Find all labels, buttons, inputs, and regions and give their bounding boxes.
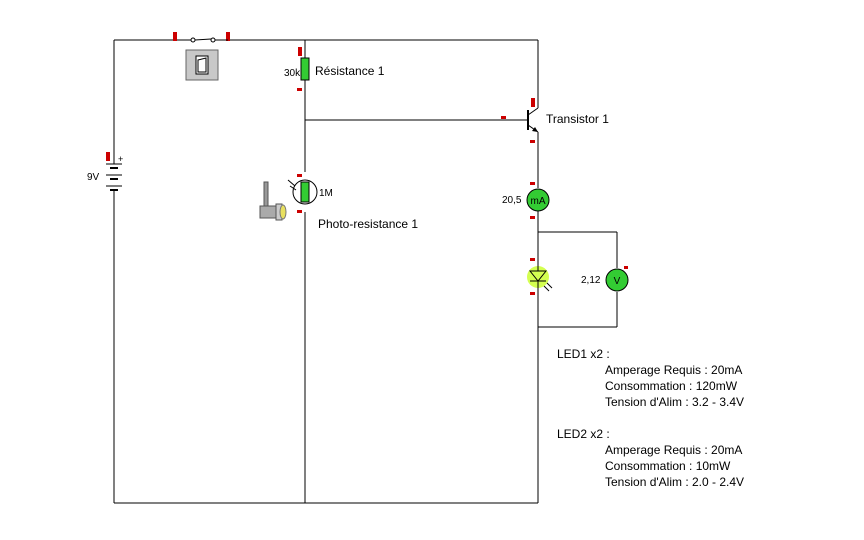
led2-notes: LED2 x2 : Amperage Requis : 20mA Consomm… — [557, 426, 744, 490]
photo-resistor-name: Photo-resistance 1 — [318, 217, 418, 231]
led2-voltage: Tension d'Alim : 2.0 - 2.4V — [605, 475, 745, 489]
light-source-icon[interactable] — [259, 181, 287, 221]
transistor[interactable]: Transistor 1 — [501, 98, 609, 143]
led1-voltage: Tension d'Alim : 3.2 - 3.4V — [605, 395, 745, 409]
voltmeter-reading: 2,12 — [581, 275, 601, 286]
photo-resistor[interactable]: 1M Photo-resistance 1 — [287, 174, 418, 231]
resistor-name: Résistance 1 — [315, 64, 385, 78]
led1-title: LED1 x2 : — [557, 347, 610, 361]
battery-value: 9V — [87, 172, 100, 183]
battery[interactable]: + 9V — [87, 152, 123, 196]
ammeter-unit: mA — [531, 196, 546, 207]
battery-polarity: + — [118, 154, 123, 164]
wires — [113, 39, 618, 504]
led2-amperage: Amperage Requis : 20mA — [605, 443, 743, 457]
voltmeter[interactable]: V 2,12 — [581, 266, 629, 292]
led1-amperage: Amperage Requis : 20mA — [605, 363, 743, 377]
ammeter[interactable]: mA 20,5 — [502, 182, 550, 219]
resistor[interactable]: 30k Résistance 1 — [284, 47, 385, 91]
led1-consumption: Consommation : 120mW — [605, 379, 738, 393]
voltmeter-unit: V — [614, 276, 621, 287]
switch[interactable] — [173, 32, 230, 81]
led2-consumption: Consommation : 10mW — [605, 459, 731, 473]
ammeter-reading: 20,5 — [502, 195, 522, 206]
resistor-value: 30k — [284, 68, 301, 79]
led1-notes: LED1 x2 : Amperage Requis : 20mA Consomm… — [557, 346, 744, 410]
transistor-name: Transistor 1 — [546, 112, 609, 126]
photo-resistor-value: 1M — [319, 188, 333, 199]
led[interactable] — [527, 258, 553, 295]
led2-title: LED2 x2 : — [557, 427, 610, 441]
